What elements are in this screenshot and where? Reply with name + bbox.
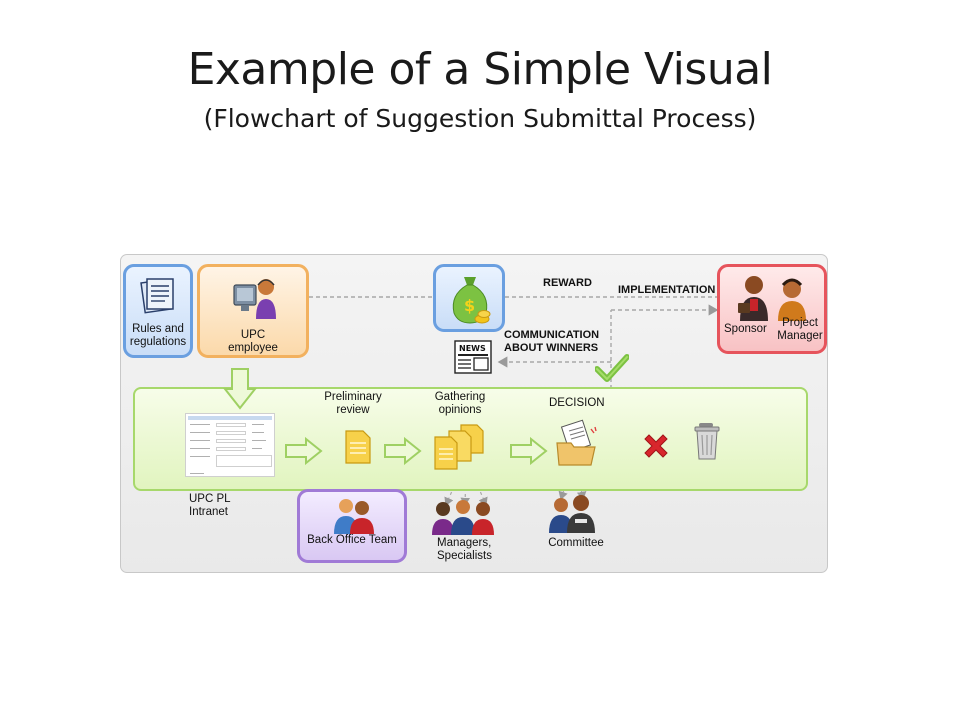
svg-text:$: $ bbox=[464, 296, 475, 315]
sponsor-label: Sponsor bbox=[724, 323, 767, 335]
process-arrow-1 bbox=[285, 437, 323, 465]
gathering-opinions-label: Gathering opinions bbox=[434, 391, 486, 416]
folder-icon bbox=[556, 419, 597, 466]
managers-label: Managers, Specialists bbox=[437, 537, 492, 562]
back-office-team-icon bbox=[334, 499, 374, 534]
decision-label: DECISION bbox=[549, 397, 605, 409]
down-arrow-icon bbox=[223, 368, 257, 410]
rules-box: Rules and regulations bbox=[123, 264, 193, 358]
document-icon bbox=[345, 430, 371, 464]
slide-subtitle: (Flowchart of Suggestion Submittal Proce… bbox=[203, 104, 757, 133]
process-arrow-3 bbox=[510, 437, 548, 465]
sponsor-manager-icon bbox=[738, 276, 806, 321]
employee-box: UPC employee bbox=[197, 264, 309, 358]
money-bag-icon: $ bbox=[452, 277, 491, 324]
reward-label: REWARD bbox=[543, 277, 592, 289]
sponsor-box: Sponsor Project Manager bbox=[717, 264, 827, 354]
checkmark-icon bbox=[595, 354, 629, 382]
back-office-label: Back Office Team bbox=[307, 534, 397, 546]
reject-x-icon bbox=[644, 434, 668, 458]
implementation-label: IMPLEMENTATION bbox=[618, 284, 716, 296]
reward-box: $ bbox=[433, 264, 505, 332]
committee-icon bbox=[549, 495, 595, 533]
committee-label: Committee bbox=[548, 537, 604, 549]
back-office-box: Back Office Team bbox=[297, 489, 407, 563]
intranet-form-thumbnail bbox=[185, 413, 275, 477]
managers-group-icon bbox=[432, 500, 494, 535]
rules-label: Rules and regulations bbox=[129, 323, 187, 348]
employee-label: UPC employee bbox=[228, 329, 278, 354]
preliminary-review-label: Preliminary review bbox=[324, 391, 382, 416]
process-arrow-2 bbox=[384, 437, 422, 465]
communication-label: COMMUNICATION ABOUT WINNERS bbox=[504, 329, 600, 354]
slide-title: Example of a Simple Visual bbox=[187, 44, 773, 95]
newspaper-icon: NEWS bbox=[454, 340, 492, 374]
intranet-label: UPC PL Intranet bbox=[189, 493, 231, 518]
project-manager-label: Project Manager bbox=[777, 317, 823, 342]
documents-stack-icon bbox=[434, 424, 484, 470]
employee-computer-icon bbox=[233, 279, 276, 319]
document-stack-icon bbox=[140, 278, 174, 314]
flowchart-diagram: Rules and regulations UPC employee $ REW… bbox=[120, 254, 828, 573]
newspaper-label: NEWS bbox=[459, 344, 486, 353]
trash-can-icon bbox=[694, 423, 720, 460]
